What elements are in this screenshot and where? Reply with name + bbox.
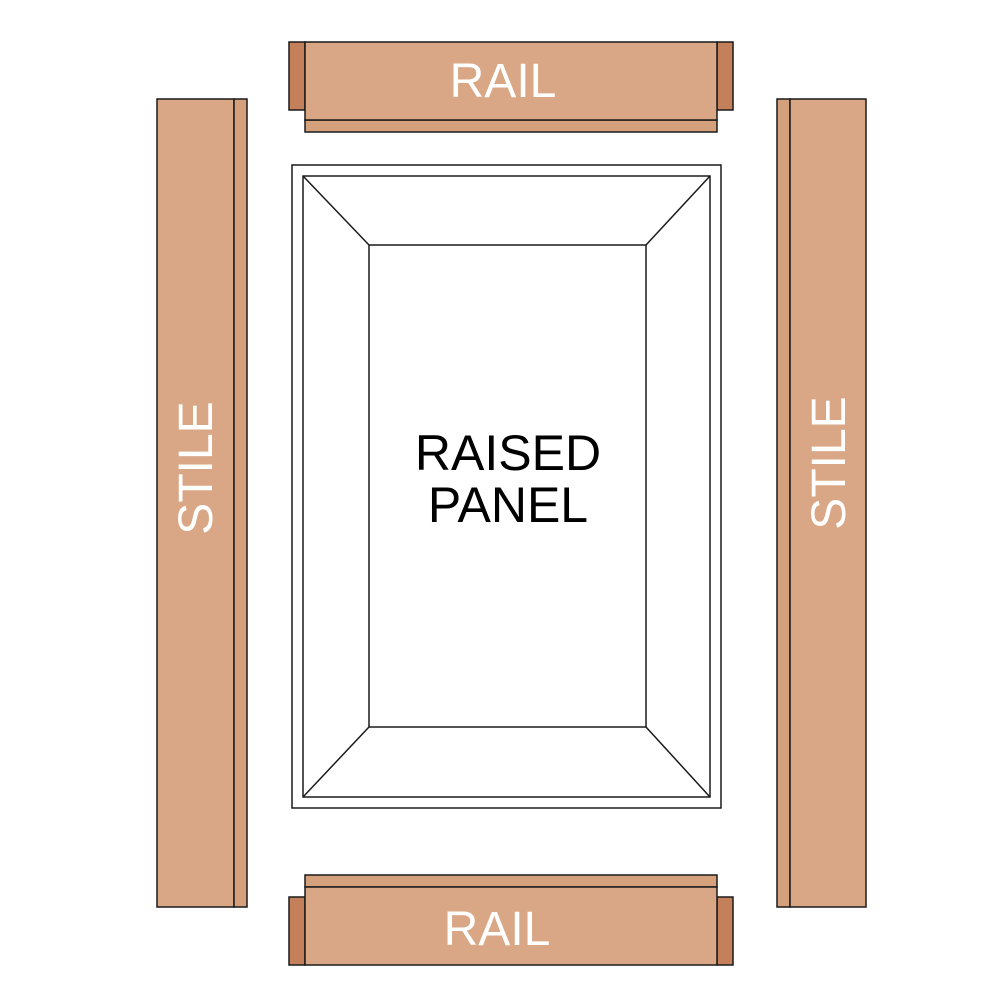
panel-label-line1: RAISED [415, 425, 601, 481]
stile-right-edge [776, 98, 791, 908]
stile-right: STILE [776, 98, 867, 908]
rail-top-label: RAIL [450, 55, 557, 108]
panel-field [368, 244, 647, 728]
rail-bottom: RAIL [288, 874, 734, 966]
rail-bottom-end-left [288, 896, 306, 966]
rail-bottom-end-right [716, 896, 734, 966]
rail-bottom-edge [304, 874, 718, 888]
panel-bevel-line [302, 726, 370, 798]
rail-top-edge [304, 119, 718, 133]
stile-left-face [156, 98, 235, 908]
panel-bevel-line [645, 726, 711, 798]
stile-right-face [789, 98, 867, 908]
stile-left: STILE [156, 98, 248, 908]
stile-left-label: STILE [170, 401, 223, 534]
panel-bevel-line [302, 175, 370, 246]
panel-bevel-line [645, 175, 711, 246]
rail-top: RAIL [288, 41, 734, 133]
rail-top-face [304, 41, 718, 121]
rail-bottom-face [304, 886, 718, 966]
stile-left-edge [233, 98, 248, 908]
panel-label-line2: PANEL [428, 477, 588, 533]
rail-top-end-right [716, 41, 734, 111]
stile-right-label: STILE [803, 396, 856, 529]
rail-bottom-label: RAIL [444, 903, 551, 956]
raised-panel: RAISED PANEL [291, 164, 722, 809]
rail-top-end-left [288, 41, 306, 111]
